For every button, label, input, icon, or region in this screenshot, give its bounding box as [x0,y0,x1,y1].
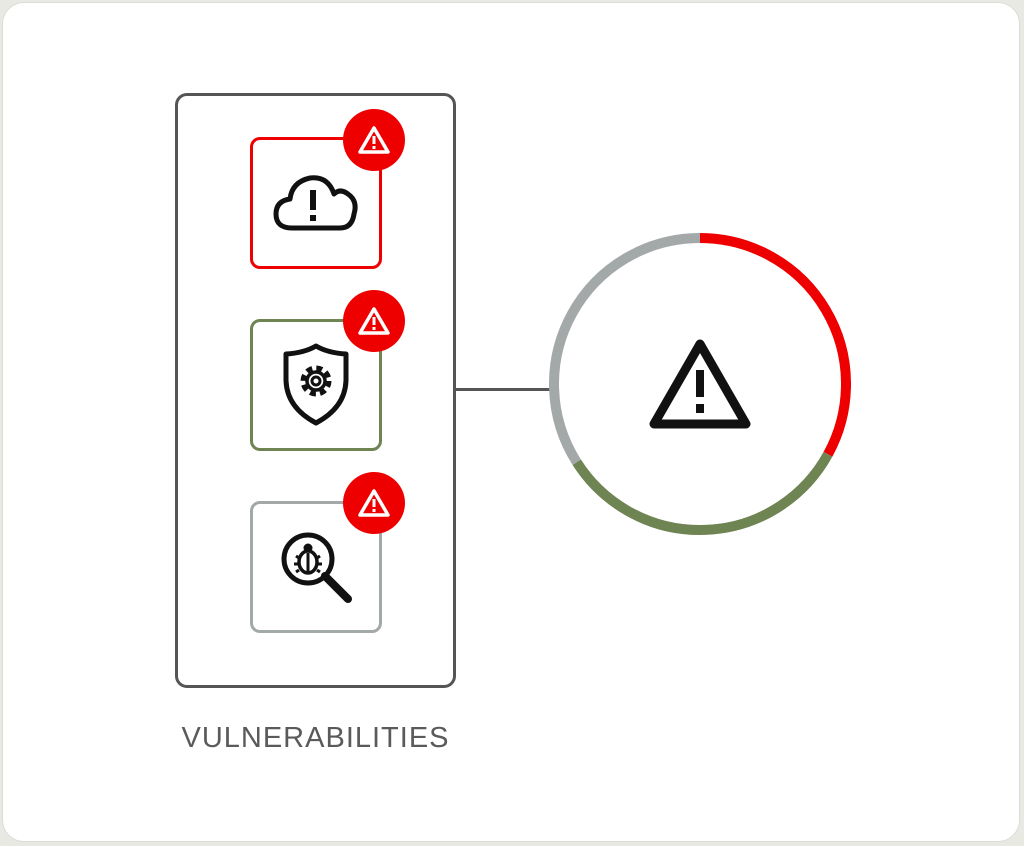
ring-segments [549,233,851,535]
diagram-caption: VULNERABILITIES [181,722,450,754]
ring-segment-2 [572,451,833,535]
cloud-alert-icon [273,175,358,231]
warning-triangle-icon [358,489,390,517]
status-ring [549,233,851,535]
alert-badge-2 [343,290,405,352]
warning-triangle-icon [649,339,751,429]
alert-badge-3 [343,472,405,534]
bug-search-icon [281,532,352,603]
warning-triangle-icon [358,307,390,335]
shield-gear-icon [283,343,349,426]
connector-line [456,388,552,391]
warning-triangle-icon [358,126,390,154]
ring-segment-1 [699,233,851,457]
tile-bug-search [250,501,382,633]
alert-badge-1 [343,109,405,171]
ring-segment-3 [549,233,701,465]
